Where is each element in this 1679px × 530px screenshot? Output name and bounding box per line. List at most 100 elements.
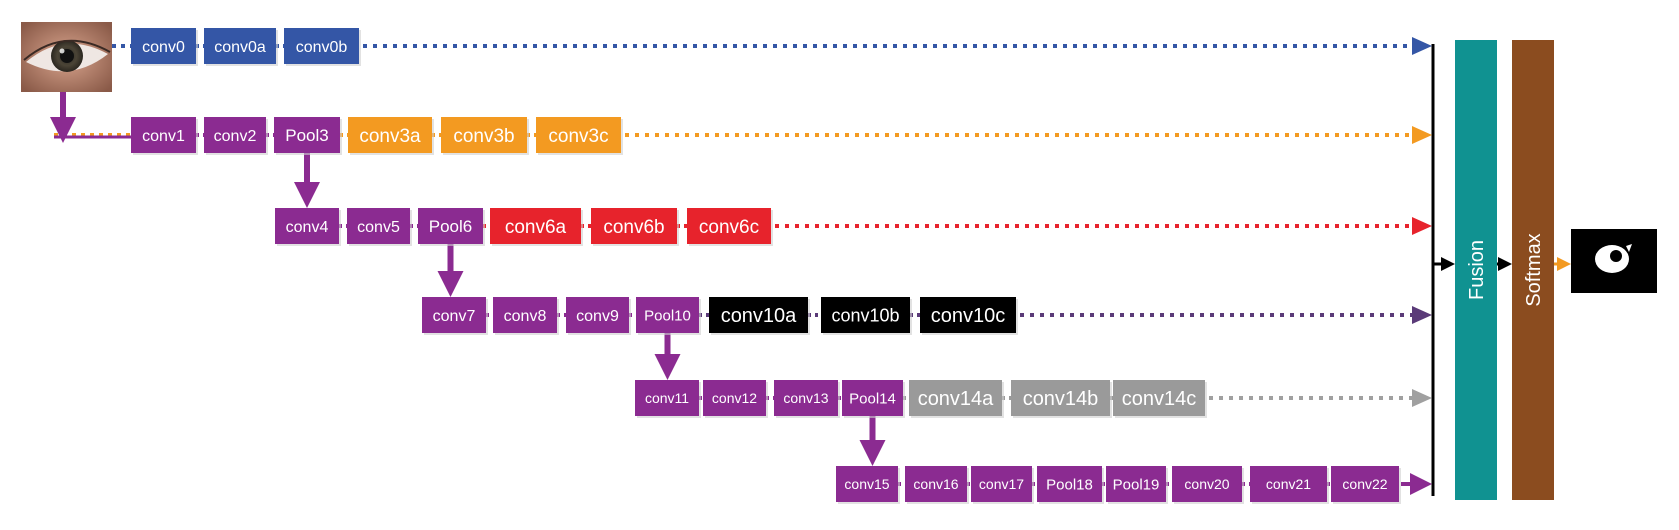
layer-box-label: conv8 bbox=[504, 308, 547, 325]
row3-branch-arrowhead bbox=[1412, 306, 1432, 324]
connectors-layer bbox=[50, 37, 1571, 496]
layer-box-fill bbox=[687, 208, 771, 244]
layer-box-label: conv6a bbox=[505, 217, 567, 238]
layer-box-fill bbox=[131, 28, 196, 64]
layer-box-pool19: Pool19 bbox=[1106, 466, 1168, 504]
layer-box-conv3b: conv3b bbox=[441, 117, 529, 155]
layer-box-label: conv5 bbox=[357, 219, 400, 236]
layer-box-fill bbox=[1011, 380, 1110, 416]
layer-box-fill bbox=[347, 208, 410, 244]
layer-box-label: Pool10 bbox=[644, 307, 691, 324]
pupil-mask-icon bbox=[1571, 229, 1657, 293]
layer-box-fill bbox=[905, 466, 967, 502]
layer-box-conv0: conv0 bbox=[131, 28, 198, 66]
layer-box-conv16: conv16 bbox=[905, 466, 969, 504]
layer-box-label: Pool19 bbox=[1113, 476, 1160, 493]
layer-box-pool6: Pool6 bbox=[418, 208, 485, 246]
layer-box-fill bbox=[536, 117, 621, 153]
layer-box-conv13: conv13 bbox=[774, 380, 840, 418]
bus-to-fusion-arrowhead bbox=[1441, 257, 1455, 271]
layer-box-fill bbox=[836, 466, 898, 502]
row1-branch-arrowhead bbox=[1412, 126, 1432, 144]
layer-box-label: conv0a bbox=[214, 39, 266, 56]
layer-box-conv2: conv2 bbox=[204, 117, 268, 155]
layer-box-label: conv2 bbox=[214, 128, 257, 145]
layer-box-fill bbox=[636, 297, 699, 333]
layer-box-fill bbox=[920, 297, 1016, 333]
layer-box-label: conv11 bbox=[645, 390, 689, 406]
layer-box-label: conv6c bbox=[699, 217, 759, 238]
layer-box-fill bbox=[1106, 466, 1166, 502]
layer-box-conv6a: conv6a bbox=[490, 208, 583, 246]
layer-box-conv6c: conv6c bbox=[687, 208, 773, 246]
layer-box-conv0a: conv0a bbox=[204, 28, 278, 66]
layer-box-conv10a: conv10a bbox=[709, 297, 810, 335]
layer-box-conv4: conv4 bbox=[275, 208, 341, 246]
layer-box-label: conv15 bbox=[844, 476, 889, 492]
layer-box-label: conv0 bbox=[142, 39, 185, 56]
layer-box-conv11: conv11 bbox=[635, 380, 701, 418]
layer-box-label: conv14c bbox=[1122, 388, 1197, 410]
layer-box-conv1: conv1 bbox=[131, 117, 198, 155]
layer-box-conv7: conv7 bbox=[422, 297, 488, 335]
layer-box-label: conv10a bbox=[721, 305, 797, 327]
layer-box-conv8: conv8 bbox=[493, 297, 559, 335]
row4-down-arrowhead bbox=[859, 440, 886, 466]
layer-box-label: conv6b bbox=[603, 217, 664, 238]
layer-box-fill bbox=[493, 297, 557, 333]
layer-box-fill bbox=[204, 28, 276, 64]
layer-box-label: conv17 bbox=[979, 476, 1024, 492]
row2-branch-arrowhead bbox=[1412, 217, 1432, 235]
layer-box-fill bbox=[131, 117, 196, 153]
layer-box-label: conv10b bbox=[831, 305, 899, 325]
layer-box-conv5: conv5 bbox=[347, 208, 412, 246]
layer-box-label: Pool6 bbox=[429, 217, 472, 236]
layer-box-conv17: conv17 bbox=[971, 466, 1034, 504]
layer-box-label: conv0b bbox=[296, 39, 348, 56]
layer-box-fill bbox=[1037, 466, 1102, 502]
layer-box-fill bbox=[490, 208, 581, 244]
layer-box-fill bbox=[1250, 466, 1327, 502]
softmax-block: Softmax bbox=[1512, 40, 1554, 500]
layer-box-label: conv3a bbox=[359, 126, 421, 147]
layer-box-fill bbox=[591, 208, 677, 244]
layer-box-pool3: Pool3 bbox=[274, 117, 342, 155]
layer-box-fill bbox=[274, 117, 340, 153]
layer-box-label: conv9 bbox=[576, 308, 619, 325]
layer-box-pool14: Pool14 bbox=[842, 380, 905, 418]
row2-down-arrowhead bbox=[437, 271, 464, 297]
layer-box-conv15: conv15 bbox=[836, 466, 900, 504]
layer-box-label: conv22 bbox=[1342, 476, 1387, 492]
layer-box-fill bbox=[422, 297, 486, 333]
layer-box-conv21: conv21 bbox=[1250, 466, 1329, 504]
layer-box-fill bbox=[348, 117, 432, 153]
eye-photo-icon bbox=[21, 22, 112, 92]
layer-box-conv10c: conv10c bbox=[920, 297, 1018, 335]
layer-box-conv14c: conv14c bbox=[1113, 380, 1207, 418]
layer-box-label: conv3b bbox=[453, 126, 514, 147]
layer-box-conv3c: conv3c bbox=[536, 117, 623, 155]
layer-box-fill bbox=[275, 208, 339, 244]
input-down-arrowhead bbox=[50, 117, 76, 143]
layer-box-fill bbox=[971, 466, 1032, 502]
layer-box-label: Pool3 bbox=[285, 126, 328, 145]
layer-box-fill bbox=[774, 380, 838, 416]
layer-box-fill bbox=[703, 380, 766, 416]
layer-box-label: conv1 bbox=[142, 128, 185, 145]
layer-box-pool18: Pool18 bbox=[1037, 466, 1104, 504]
layer-box-label: conv7 bbox=[433, 308, 476, 325]
row5-branch-arrowhead bbox=[1410, 473, 1432, 495]
softmax-label: Softmax bbox=[1523, 233, 1545, 306]
layer-box-label: conv16 bbox=[913, 476, 958, 492]
layer-box-fill bbox=[1331, 466, 1399, 502]
layer-box-fill bbox=[566, 297, 629, 333]
layer-box-fill bbox=[284, 28, 359, 64]
layer-box-fill bbox=[635, 380, 699, 416]
row3-down-arrowhead bbox=[654, 354, 681, 380]
boxes-layer: conv0 conv0a conv0b conv1 conv2 Pool3 conv3a co… bbox=[131, 28, 1401, 504]
fusion-block: Fusion bbox=[1455, 40, 1497, 500]
layer-box-label: conv13 bbox=[783, 390, 828, 406]
layer-box-fill bbox=[1113, 380, 1205, 416]
layer-box-label: conv10c bbox=[931, 305, 1006, 327]
layer-box-fill bbox=[1172, 466, 1242, 502]
